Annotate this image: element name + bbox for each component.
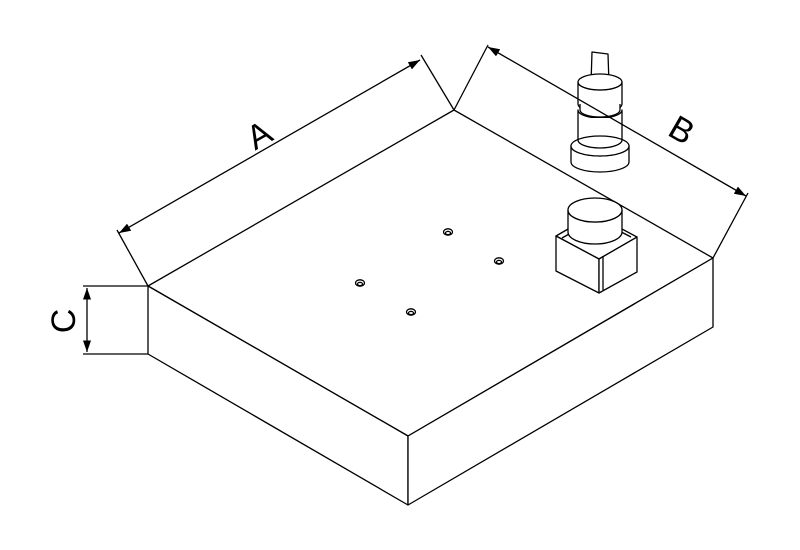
- dimension-b-label: B: [662, 108, 701, 152]
- plate-right-face: [407, 257, 714, 506]
- mounting-hole-icon: [405, 308, 417, 316]
- square-mount-icon: [555, 197, 638, 294]
- mounting-hole-icon: [493, 257, 505, 265]
- dimension-a: [116, 54, 455, 287]
- dimension-b: [453, 44, 749, 259]
- mounting-holes: [354, 228, 505, 316]
- plate: [147, 109, 714, 506]
- mounting-hole-icon: [442, 228, 454, 236]
- dimension-c: [82, 285, 148, 355]
- mounting-hole-icon: [354, 279, 366, 287]
- dimension-c-label: C: [45, 309, 83, 334]
- dimension-a-label: A: [240, 113, 279, 157]
